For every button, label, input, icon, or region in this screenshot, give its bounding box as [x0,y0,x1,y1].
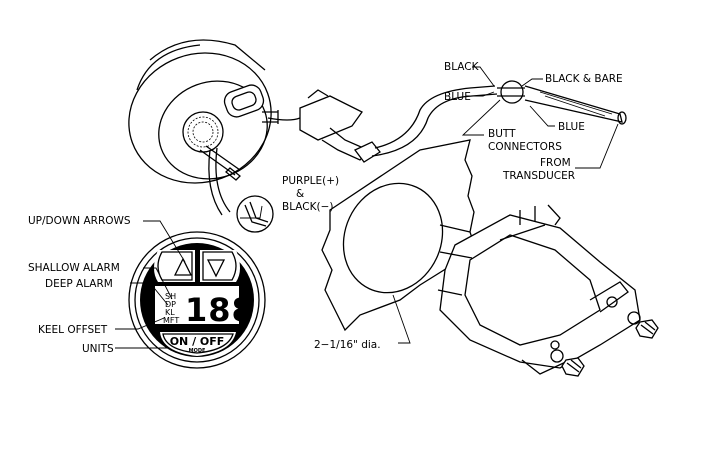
label-deep-alarm: DEEP ALARM [45,278,113,290]
depth-digits: 188 [185,291,255,329]
label-butt-2: CONNECTORS [488,141,562,153]
mode-button-label: MODE [189,348,206,354]
on-off-button[interactable]: ON / OFF [170,335,225,348]
label-from-1: FROM [540,157,571,169]
gauge-body-rear [128,39,279,233]
leader-lines [115,66,619,349]
gauge-face: SH DP KL MFT 188 ON / OFF MODE [128,231,266,369]
label-up-down-arrows: UP/DOWN ARROWS [28,215,131,227]
down-arrow-icon[interactable] [206,259,226,278]
mounting-panel [321,139,477,332]
transducer-cable [371,80,627,157]
label-keel-offset: KEEL OFFSET [38,324,108,336]
label-blue-top: BLUE [444,91,471,103]
mounting-bracket [437,204,659,377]
label-black-minus: BLACK(−) [282,201,334,213]
up-arrow-icon[interactable] [173,257,193,276]
label-units: UNITS [82,343,114,355]
label-from-2: TRANSDUCER [502,170,575,182]
mode-dp-label: DP [165,300,176,309]
mode-mft-label: MFT [163,316,179,325]
label-butt-1: BUTT [488,128,516,140]
label-shallow-alarm: SHALLOW ALARM [28,262,120,274]
label-blue-right: BLUE [558,121,585,133]
label-purple: PURPLE(+) [282,175,339,187]
label-diameter: 2−1/16" dia. [314,339,381,351]
label-black-top: BLACK [444,61,480,73]
label-black-bare: BLACK & BARE [545,73,623,85]
power-connector [267,89,381,163]
label-amp: & [296,188,304,200]
mode-kl-label: KL [165,308,175,317]
